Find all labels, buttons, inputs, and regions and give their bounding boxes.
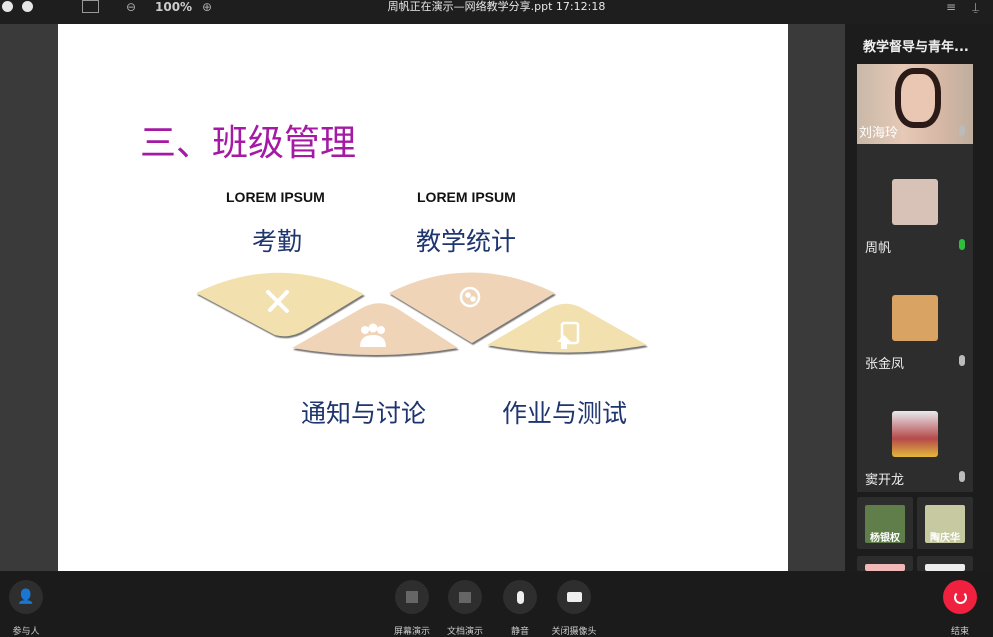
item-homework: 作业与测试 [502, 399, 628, 428]
lorem-right: LOREM IPSUM [417, 189, 516, 205]
participant-tile[interactable]: 周帆 [857, 144, 973, 260]
participant-name: 刘海玲 [859, 126, 899, 141]
petal-statistics [389, 272, 555, 343]
pizza-icon [459, 286, 481, 308]
mute-button[interactable] [503, 580, 537, 614]
participant-name: 周帆 [865, 241, 892, 256]
participant-name: 杨银权 [870, 533, 900, 544]
avatar [925, 564, 965, 571]
mute-label: 静音 [510, 627, 530, 637]
screen-share-button[interactable] [395, 580, 429, 614]
participant-sidebar: 教学督导与青年... 刘海玲 周帆 张金凤 窦开龙 杨银权 陶庆华 [845, 24, 993, 571]
slide-heading: 三、班级管理 [140, 123, 357, 164]
people-icon: 👤 [17, 589, 35, 605]
participant-thumb[interactable] [857, 556, 913, 571]
end-label: 结束 [950, 627, 970, 637]
avatar [865, 505, 905, 543]
mic-muted-icon[interactable] [959, 355, 965, 366]
doc-share-label: 文档演示 [446, 627, 484, 637]
pin-icon[interactable]: ⍊ [972, 0, 980, 14]
item-statistics: 教学统计 [416, 227, 517, 256]
mic-muted-icon[interactable] [959, 471, 965, 482]
screen-share-icon [406, 591, 418, 603]
zoom-in-icon[interactable]: ⊕ [202, 0, 213, 14]
list-icon[interactable]: ≡ [946, 0, 957, 14]
participant-tile[interactable]: 张金凤 [857, 260, 973, 376]
lorem-left: LOREM IPSUM [226, 189, 325, 205]
petal-homework [487, 303, 647, 353]
avatar [865, 564, 905, 571]
participant-thumb[interactable]: 陶庆华 [917, 497, 973, 549]
camera-off-label: 关闭摄像头 [551, 627, 597, 637]
group-icon [360, 323, 386, 347]
tools-icon [266, 290, 289, 313]
power-icon [953, 590, 967, 604]
meeting-toolbar: 👤 参与人 屏幕演示 文档演示 静音 关闭摄像头 结束 [0, 571, 993, 637]
avatar [892, 179, 938, 225]
participant-name: 窦开龙 [865, 473, 905, 488]
folder-icon [459, 591, 471, 603]
participant-tile[interactable]: 窦开龙 [857, 376, 973, 492]
document-upload-icon [557, 321, 580, 349]
title-bar: ⊖ 100% ⊕ 周帆正在演示—网络教学分享.ppt 17:12:18 ≡ ⍊ [0, 0, 993, 24]
zoom-level: 100% [155, 0, 193, 14]
participant-video-tile[interactable]: 刘海玲 [857, 64, 973, 144]
participants-button[interactable]: 👤 [9, 580, 43, 614]
participant-name: 陶庆华 [930, 533, 960, 544]
minimize-window-button[interactable] [22, 1, 33, 12]
meeting-title: 教学督导与青年... [863, 40, 969, 55]
end-meeting-button[interactable] [943, 580, 977, 614]
participants-label: 参与人 [12, 627, 40, 637]
avatar [925, 505, 965, 543]
avatar [892, 411, 938, 457]
participant-thumb[interactable] [917, 556, 973, 571]
camera-off-button[interactable] [557, 580, 591, 614]
microphone-icon [516, 590, 524, 604]
doc-share-button[interactable] [448, 580, 482, 614]
screen-share-label: 屏幕演示 [393, 627, 431, 637]
presentation-stage: 三、班级管理 LOREM IPSUM LOREM IPSUM 考勤 教学统计 通… [0, 24, 845, 571]
slide: 三、班级管理 LOREM IPSUM LOREM IPSUM 考勤 教学统计 通… [58, 24, 788, 571]
participant-name: 张金凤 [865, 357, 905, 372]
close-window-button[interactable] [2, 1, 13, 12]
mic-muted-icon[interactable] [959, 125, 965, 136]
item-notice: 通知与讨论 [301, 399, 427, 428]
item-attendance: 考勤 [252, 227, 303, 256]
window-title: 周帆正在演示—网络教学分享.ppt 17:12:18 [387, 0, 606, 13]
zoom-out-icon[interactable]: ⊖ [126, 0, 137, 14]
participant-thumb[interactable]: 杨银权 [857, 497, 913, 549]
avatar [892, 295, 938, 341]
camera-icon [566, 592, 582, 602]
mic-active-icon[interactable] [959, 239, 965, 250]
sidebar-toggle-icon[interactable] [82, 0, 99, 13]
slide-graphics [196, 272, 647, 355]
participant-video [895, 68, 941, 128]
